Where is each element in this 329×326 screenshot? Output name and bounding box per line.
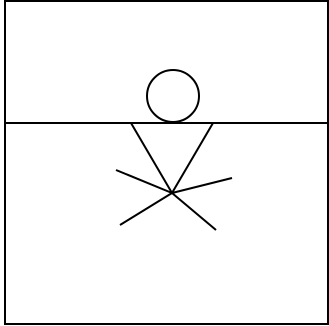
limb-line-2 (172, 178, 232, 193)
outer-frame (5, 1, 328, 324)
limb-line-4 (172, 193, 216, 230)
limb-line-3 (120, 193, 172, 225)
neck-right-line (172, 123, 213, 193)
head-circle (147, 70, 199, 122)
limb-line-1 (116, 170, 172, 193)
neck-left-line (131, 123, 172, 193)
